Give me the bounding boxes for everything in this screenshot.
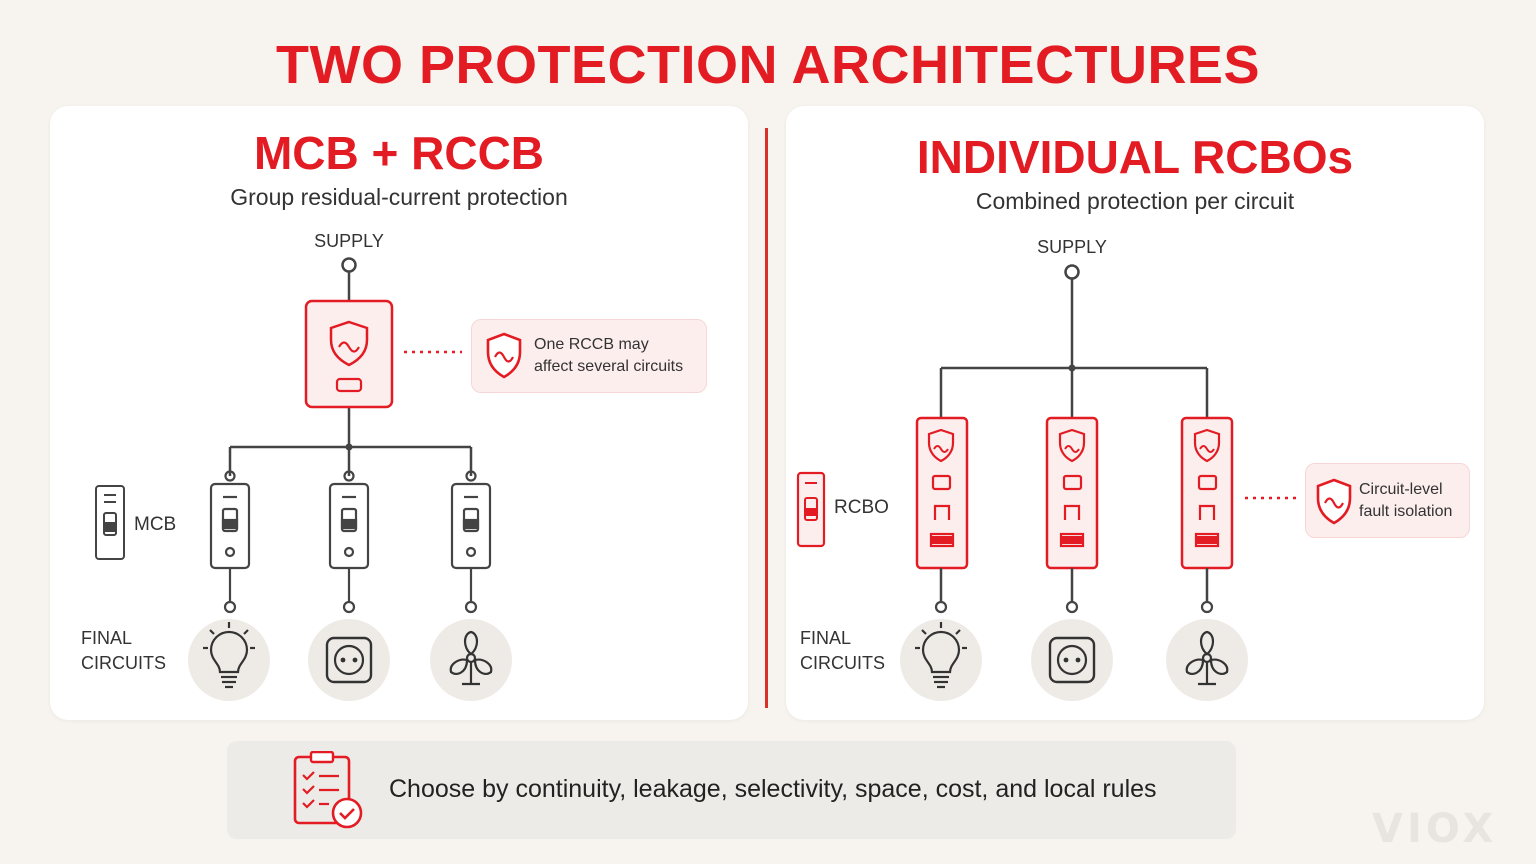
mcb-devices: [209, 470, 492, 614]
mcb-device: [209, 470, 251, 614]
panel-mcb-rccb: MCB + RCCB Group residual-current protec…: [50, 106, 748, 720]
checklist-icon: [293, 751, 363, 829]
main-title: TWO PROTECTION ARCHITECTURES: [276, 35, 1260, 95]
light-bulb-icon: [188, 619, 270, 701]
footer-text: Choose by continuity, leakage, selectivi…: [389, 775, 1157, 803]
panel-title: MCB + RCCB: [253, 127, 545, 179]
rcbo-device: [1180, 416, 1234, 614]
mcb-legend-icon: [95, 485, 125, 560]
socket-icon: [308, 619, 390, 701]
mcb-rccb-diagram: [95, 257, 512, 701]
shield-icon: [1316, 478, 1352, 525]
supply-terminal: [341, 257, 357, 273]
supply-terminal: [1064, 264, 1080, 280]
final-circuits-label: FINAL CIRCUITS: [800, 628, 885, 673]
divider: [765, 128, 768, 708]
rcbo-device: [1045, 416, 1099, 614]
rccb-device: [304, 299, 394, 409]
mcb-device: [450, 470, 492, 614]
callout-text: Circuit-level fault isolation: [1359, 481, 1453, 520]
rccb-callout: One RCCB may affect several circuits: [471, 319, 707, 393]
mcb-legend-label: MCB: [134, 514, 177, 535]
rcbo-diagram: [796, 264, 1298, 701]
shield-icon: [486, 332, 522, 379]
rcbo-legend-label: RCBO: [834, 497, 889, 518]
fan-icon: [430, 619, 512, 701]
viox-logo: VIOX: [1372, 806, 1498, 852]
callout-text: One RCCB may affect several circuits: [534, 336, 684, 375]
rcbo-callout: Circuit-level fault isolation: [1305, 463, 1470, 538]
footer-banner: Choose by continuity, leakage, selectivi…: [227, 741, 1236, 839]
panel-title: INDIVIDUAL RCBOs: [916, 131, 1354, 183]
light-bulb-icon: [900, 619, 982, 701]
rcbo-legend-icon: [796, 471, 826, 548]
rcbo-devices: [915, 416, 1234, 614]
panel-subtitle: Combined protection per circuit: [975, 188, 1295, 214]
panel-subtitle: Group residual-current protection: [230, 184, 568, 210]
panel-individual-rcbos: INDIVIDUAL RCBOs Combined protection per…: [786, 106, 1484, 720]
socket-icon: [1031, 619, 1113, 701]
mcb-device: [328, 470, 370, 614]
final-circuits-label: FINAL CIRCUITS: [81, 628, 166, 673]
supply-label: SUPPLY: [1037, 237, 1107, 257]
supply-label: SUPPLY: [314, 231, 384, 251]
rcbo-device: [915, 416, 969, 614]
fan-icon: [1166, 619, 1248, 701]
